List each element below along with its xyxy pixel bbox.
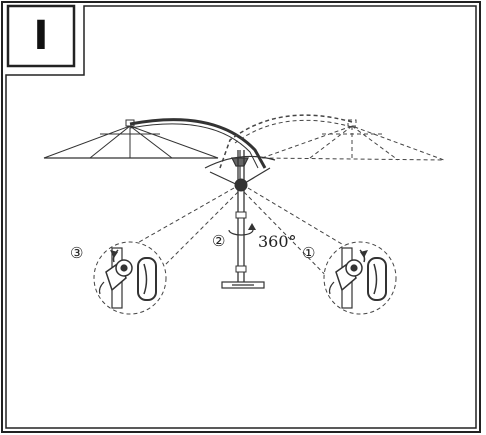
detail-circle-right	[323, 241, 397, 315]
step-box	[6, 4, 76, 68]
step-label-3: ③	[70, 244, 84, 262]
inner-frame	[5, 5, 477, 429]
rotation-label: 360°	[258, 232, 297, 251]
step-label-2: ②	[212, 232, 226, 250]
rotation-arrow-icon	[228, 223, 256, 236]
canopy-solid	[43, 119, 219, 159]
pole	[234, 150, 248, 284]
step-letter: I	[33, 13, 49, 59]
step-label-1: ①	[302, 244, 316, 262]
base	[221, 281, 265, 289]
canopy-dashed	[219, 114, 445, 169]
arm-solid	[129, 118, 267, 169]
detail-circle-left	[93, 241, 167, 315]
